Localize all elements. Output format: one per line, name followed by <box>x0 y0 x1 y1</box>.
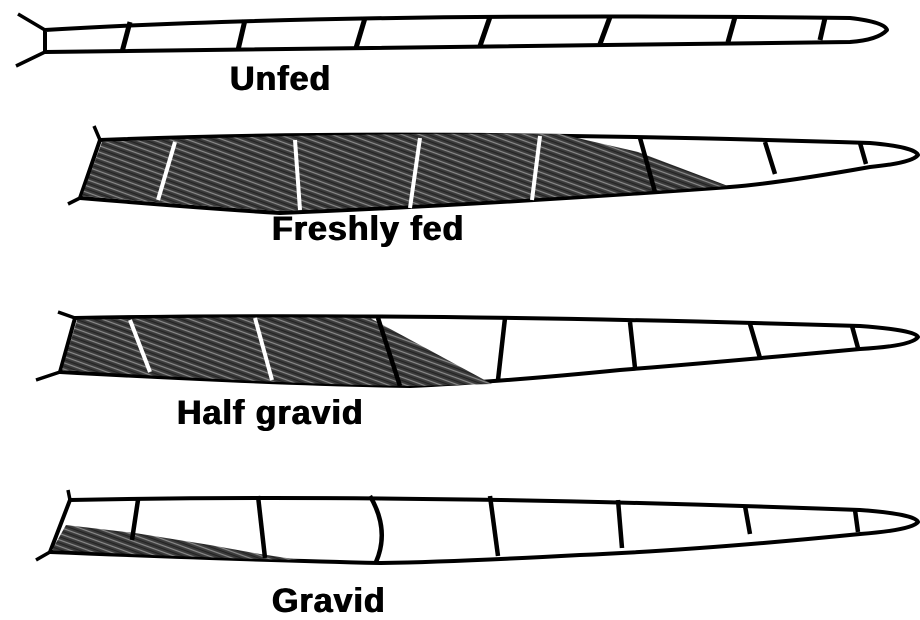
stage-label-gravid: Gravid <box>272 584 386 618</box>
stage-label-freshly-fed: Freshly fed <box>272 212 464 246</box>
abdomen-gravid <box>36 490 918 563</box>
abdomen-unfed <box>16 14 887 66</box>
abdomen-freshly-fed <box>68 126 918 213</box>
abdomen-half-gravid <box>36 312 918 386</box>
stage-label-unfed: Unfed <box>230 62 331 96</box>
stage-label-half-gravid: Half gravid <box>177 396 364 430</box>
abdomen-tip <box>16 14 45 66</box>
abdomen-outline <box>45 17 887 53</box>
